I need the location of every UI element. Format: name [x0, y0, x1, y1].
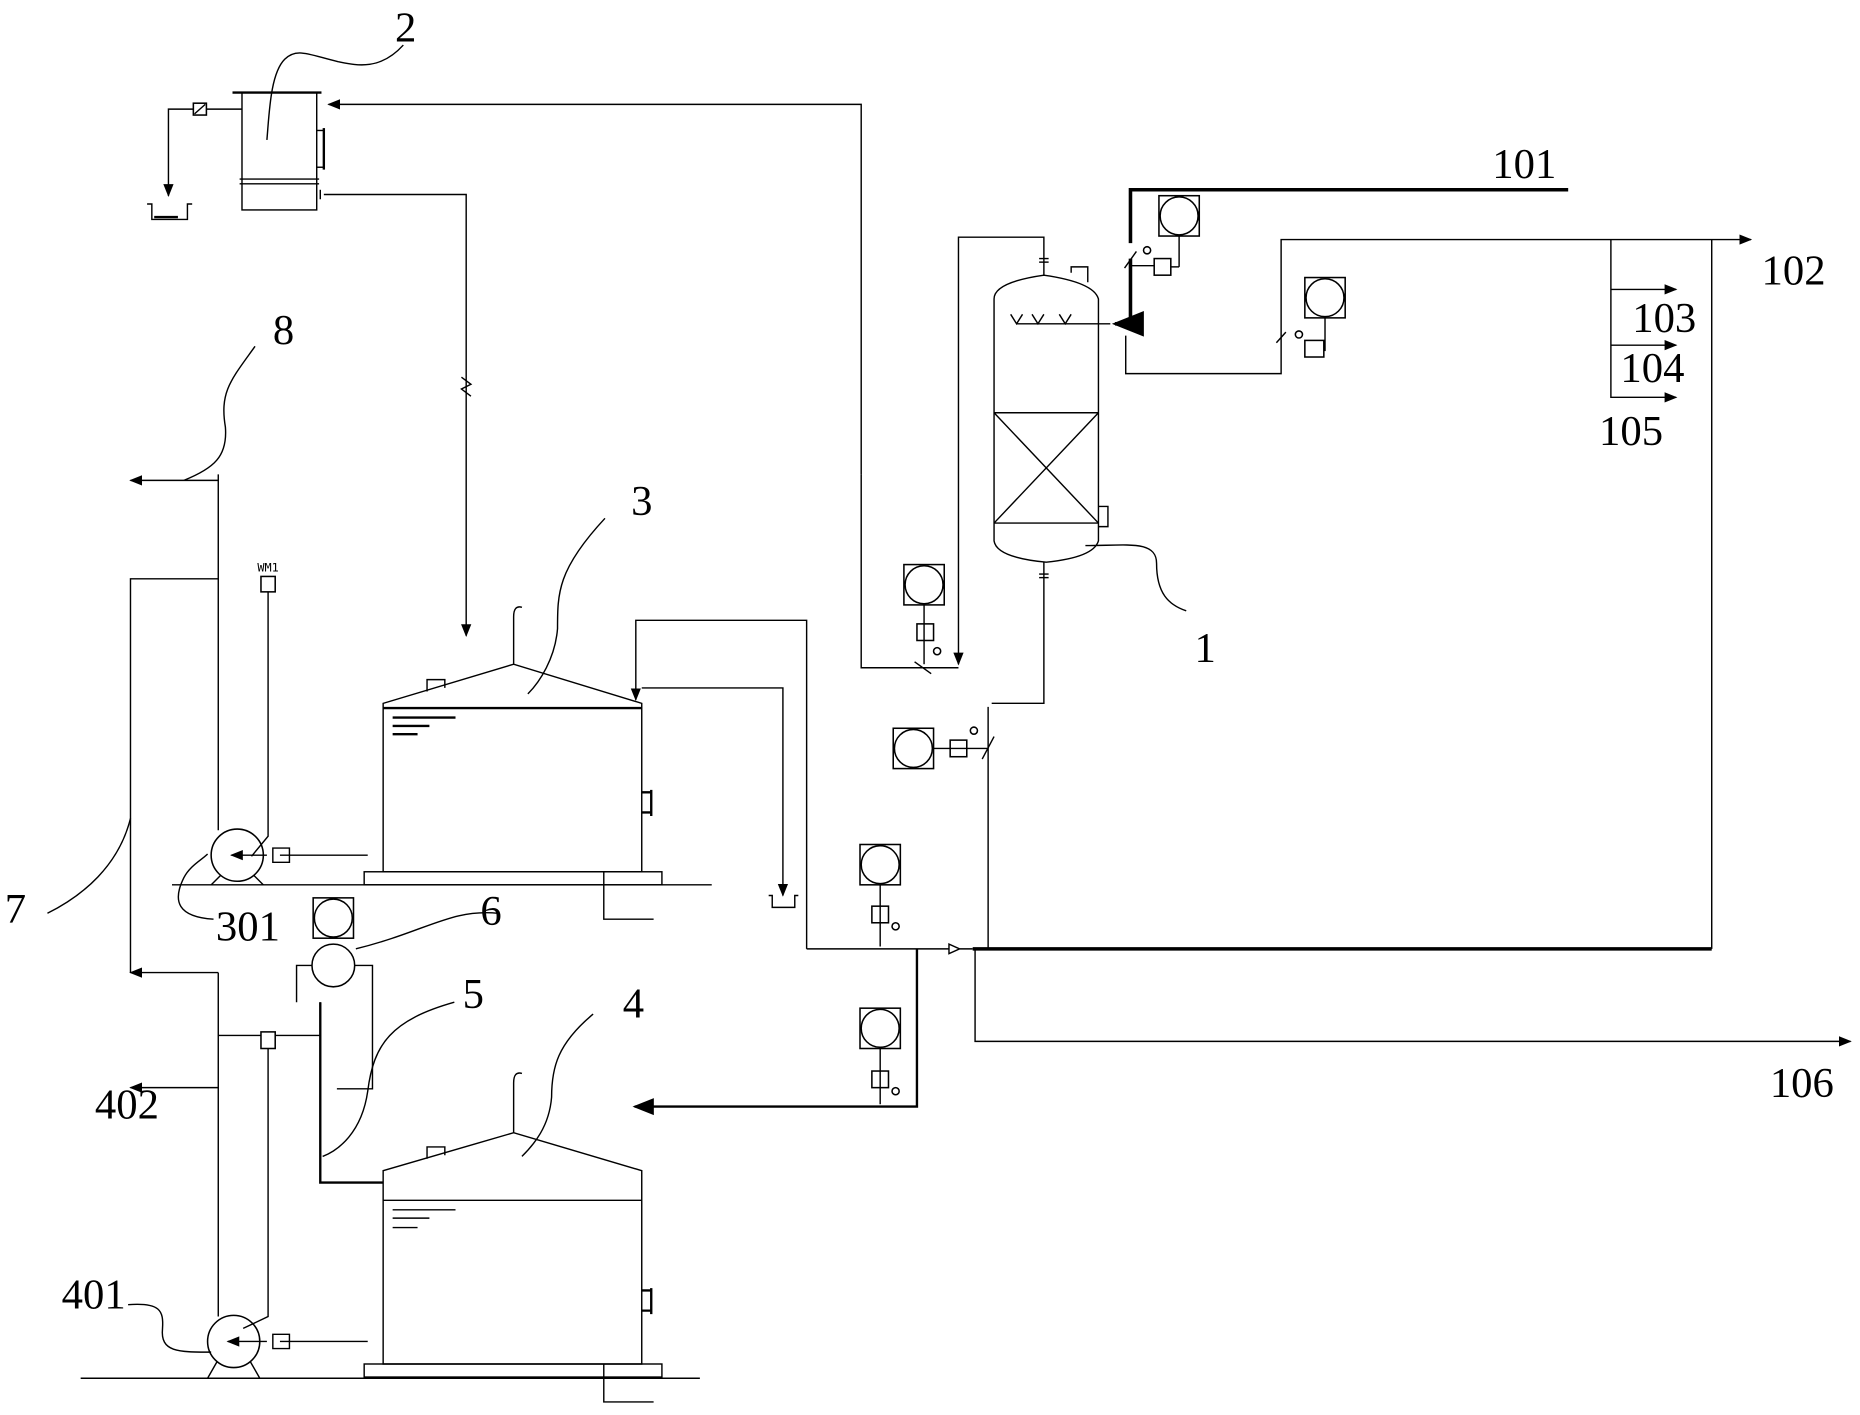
- leader-301: [177, 853, 214, 920]
- label-401: 401: [62, 1271, 126, 1318]
- control-valve-vent: [860, 474, 959, 675]
- leader-401: [128, 1303, 212, 1353]
- reactor-1: [953, 236, 1111, 705]
- label-102: 102: [1762, 248, 1826, 295]
- leader-7: [47, 818, 132, 914]
- label-8: 8: [273, 307, 294, 354]
- label-106: 106: [1770, 1060, 1834, 1107]
- pump-401: [129, 967, 368, 1379]
- label-4: 4: [623, 981, 644, 1028]
- leader-4: [521, 1013, 594, 1157]
- label-2: 2: [395, 5, 416, 52]
- label-3: 3: [631, 478, 652, 525]
- line-102: [1125, 234, 1753, 375]
- label-6: 6: [480, 888, 501, 935]
- leader-2: [266, 44, 404, 141]
- pump-301: [129, 474, 368, 973]
- label-402: 402: [95, 1081, 159, 1128]
- label-103: 103: [1632, 295, 1696, 342]
- label-7: 7: [5, 886, 26, 933]
- leader-3: [527, 517, 606, 695]
- control-valve-102: [1275, 276, 1346, 358]
- tank-3: [363, 606, 808, 949]
- leader-1: [1085, 544, 1187, 612]
- tank-2: [147, 91, 326, 221]
- leader-8: [183, 345, 256, 482]
- line-101: [1128, 187, 1569, 244]
- instrument-6: [295, 897, 374, 1090]
- line-top-return: [327, 99, 862, 475]
- line-2-to-3: [323, 193, 472, 638]
- label-301: 301: [216, 904, 280, 951]
- control-valve-101: [1123, 194, 1201, 276]
- label-104: 104: [1620, 345, 1684, 392]
- tank-4: [319, 1002, 663, 1403]
- control-valve-reactor-feed: [892, 726, 995, 770]
- instrument-tag-wm1: WM1: [257, 561, 278, 575]
- leader-6: [355, 911, 499, 950]
- leader-5: [322, 1001, 455, 1158]
- label-105: 105: [1599, 408, 1663, 455]
- label-1: 1: [1195, 625, 1216, 672]
- label-101: 101: [1492, 141, 1556, 188]
- control-valve-tank4-feed: [859, 1007, 902, 1105]
- label-5: 5: [463, 971, 484, 1018]
- control-valve-tank3-return: [806, 843, 949, 950]
- line-106: [974, 948, 1852, 1047]
